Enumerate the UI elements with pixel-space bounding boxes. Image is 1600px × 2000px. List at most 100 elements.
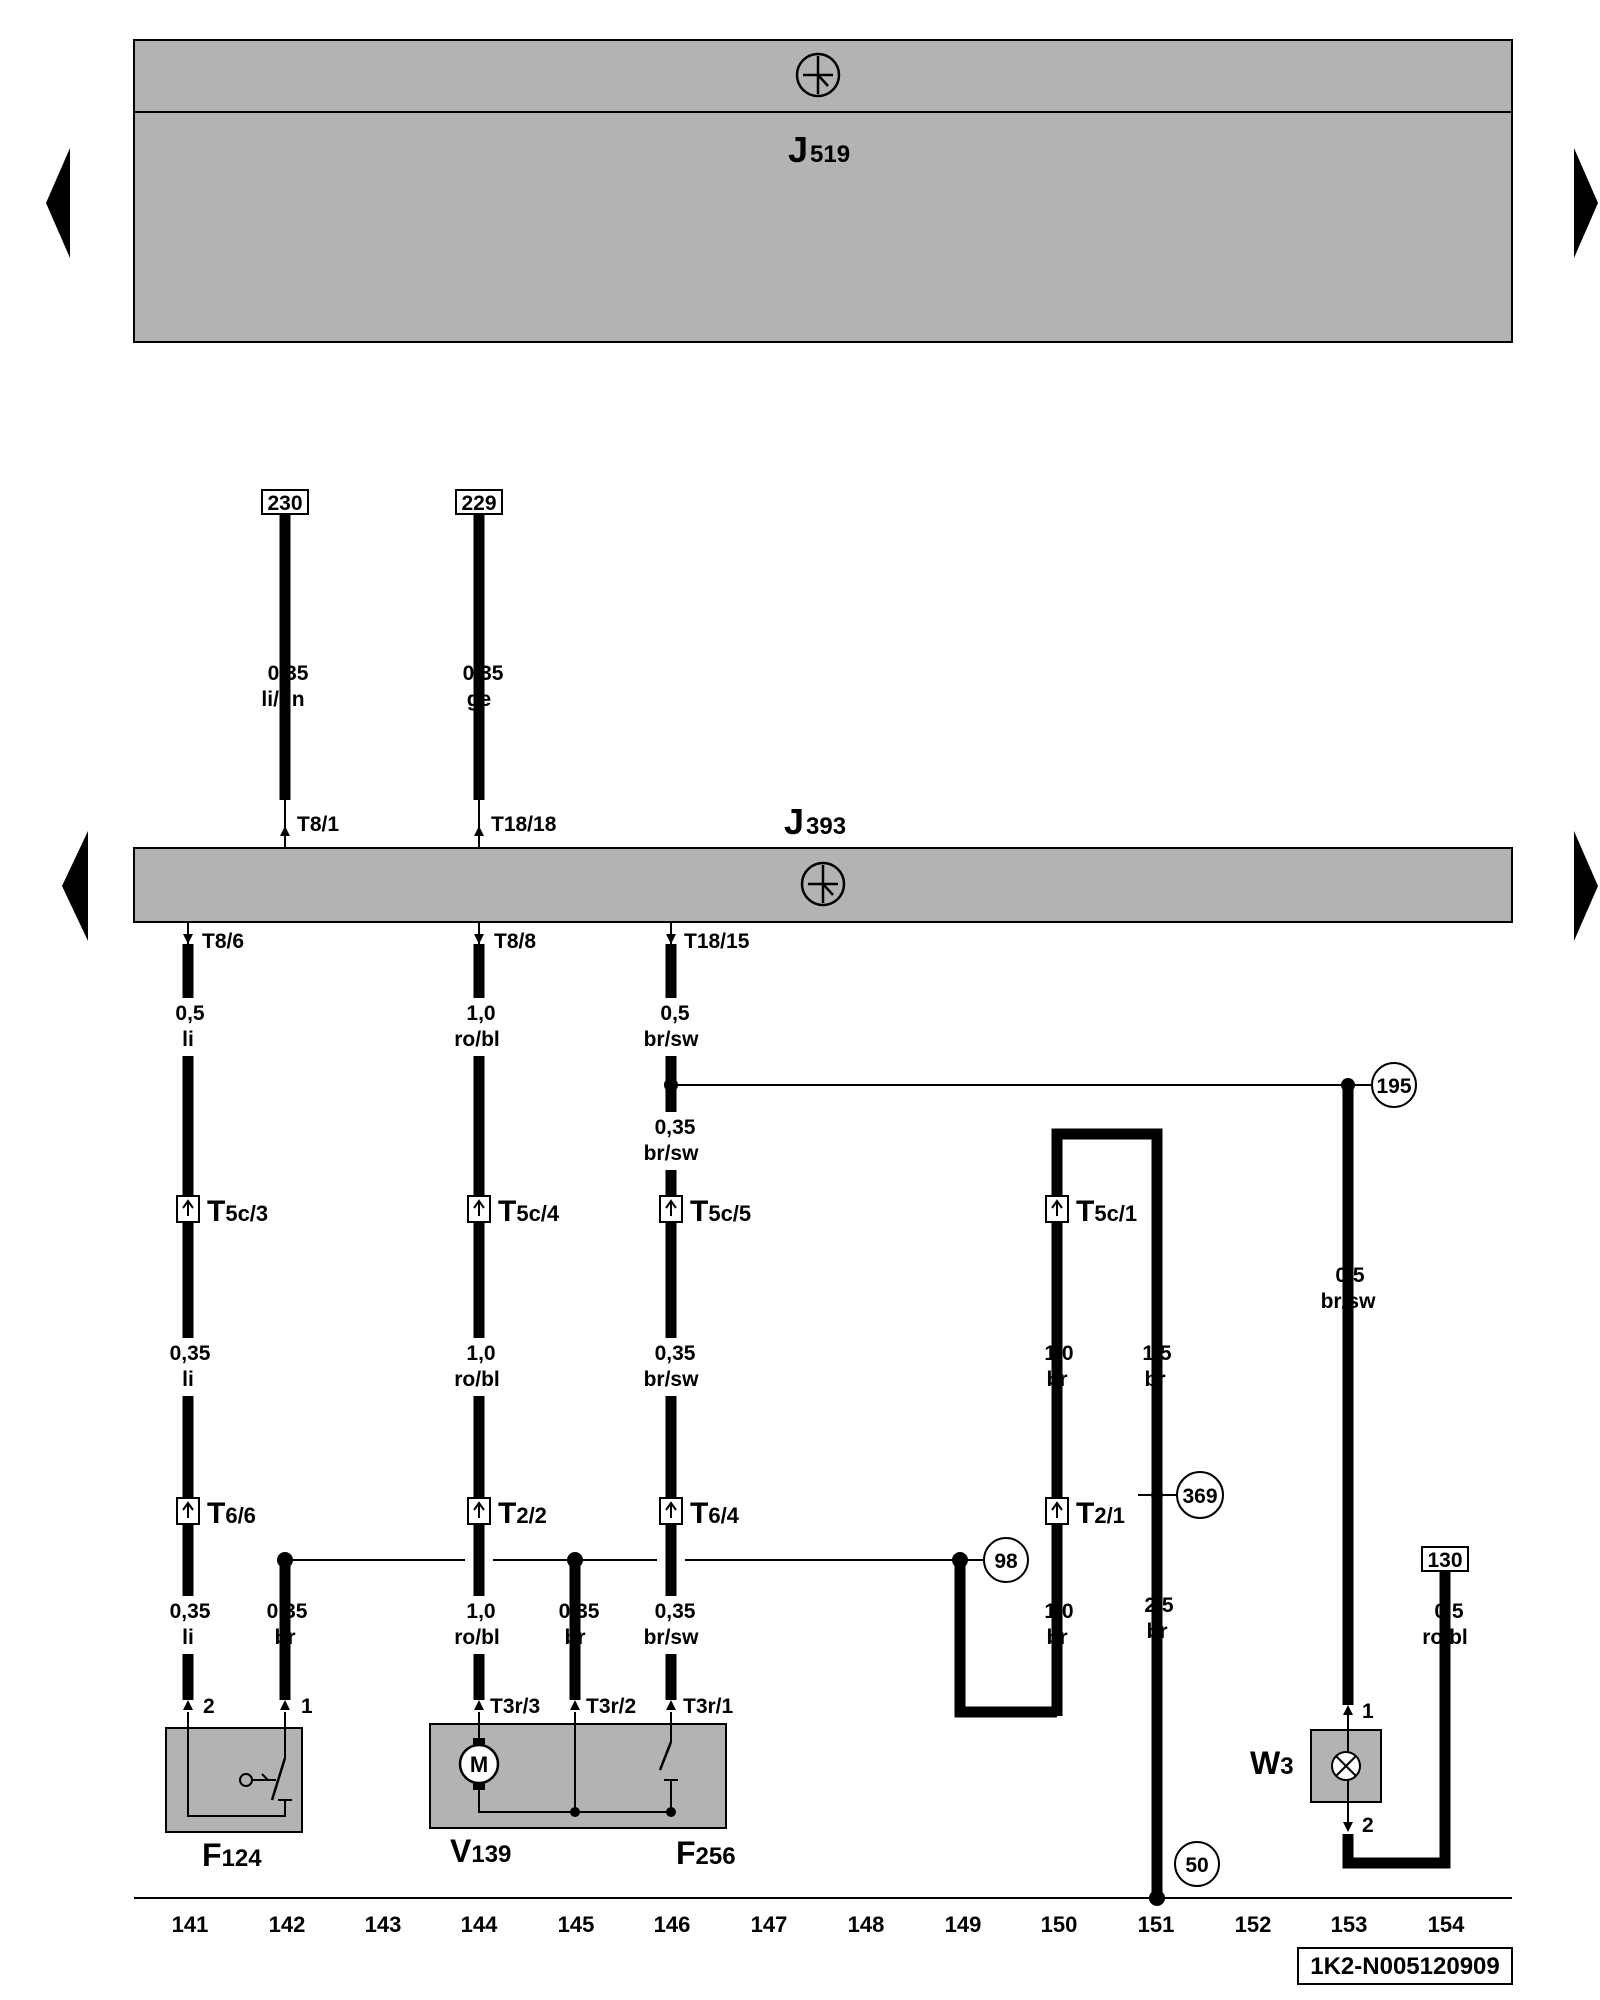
ground-star-icon bbox=[800, 861, 846, 907]
svg-text:T5c/3: T5c/3 bbox=[207, 1195, 268, 1228]
ref-230: 230 0,35 li/gn T8/1 bbox=[261, 489, 339, 848]
svg-text:F124: F124 bbox=[202, 1837, 262, 1873]
svg-text:T5c/5: T5c/5 bbox=[690, 1195, 751, 1228]
connector-t5c-1: T5c/1 bbox=[1045, 1195, 1137, 1228]
svg-text:0,35: 0,35 bbox=[170, 1342, 211, 1365]
wire-t8-6: T8/6 bbox=[182, 922, 244, 1700]
svg-text:98: 98 bbox=[994, 1550, 1018, 1573]
svg-text:130: 130 bbox=[1427, 1549, 1462, 1572]
svg-text:ro/bl: ro/bl bbox=[454, 1368, 500, 1391]
svg-text:2,5: 2,5 bbox=[1144, 1594, 1174, 1617]
svg-text:li: li bbox=[182, 1368, 194, 1391]
svg-text:ro/bl: ro/bl bbox=[1422, 1626, 1468, 1649]
svg-text:2: 2 bbox=[1362, 1814, 1374, 1837]
ref-50: 50 bbox=[1149, 1841, 1220, 1906]
svg-text:0,5: 0,5 bbox=[1434, 1600, 1464, 1623]
wire-to-195: 195 bbox=[664, 1062, 1417, 1705]
svg-text:V139: V139 bbox=[450, 1833, 511, 1869]
svg-text:1,0: 1,0 bbox=[1044, 1342, 1073, 1365]
svg-text:T18/15: T18/15 bbox=[684, 930, 750, 953]
svg-text:li: li bbox=[182, 1626, 194, 1649]
switch-icon bbox=[239, 1757, 292, 1801]
svg-text:0,35: 0,35 bbox=[559, 1600, 600, 1623]
ref-229: 229 0,35 ge T18/18 bbox=[455, 489, 557, 848]
svg-text:T6/4: T6/4 bbox=[690, 1497, 740, 1530]
connector-t5c-4: T5c/4 bbox=[467, 1195, 560, 1228]
right-arrow-icon[interactable] bbox=[1574, 831, 1598, 941]
connector-t2-1: T2/1 bbox=[1045, 1497, 1125, 1530]
grid-150: 150 bbox=[1041, 1912, 1078, 1937]
svg-text:2: 2 bbox=[203, 1695, 215, 1718]
grid-151: 151 bbox=[1138, 1912, 1175, 1937]
right-arrow-icon[interactable] bbox=[1574, 148, 1598, 258]
svg-text:0,5: 0,5 bbox=[1335, 1264, 1365, 1287]
grid-146: 146 bbox=[654, 1912, 691, 1937]
connector-t6-4: T6/4 bbox=[659, 1497, 740, 1530]
svg-text:195: 195 bbox=[1376, 1075, 1411, 1098]
svg-text:li: li bbox=[182, 1028, 194, 1051]
grid-149: 149 bbox=[945, 1912, 982, 1937]
connector-t5c-3: T5c/3 bbox=[176, 1195, 268, 1228]
svg-text:br: br bbox=[565, 1626, 586, 1649]
svg-text:br/sw: br/sw bbox=[644, 1626, 700, 1649]
svg-text:T8/6: T8/6 bbox=[202, 930, 244, 953]
left-arrow-icon[interactable] bbox=[46, 148, 70, 258]
svg-text:1,0: 1,0 bbox=[1044, 1600, 1073, 1623]
svg-text:0,35: 0,35 bbox=[655, 1116, 696, 1139]
connector-row-1: T5c/3 T5c/4 T5c/5 T5c/1 bbox=[176, 1195, 1137, 1228]
svg-text:br/sw: br/sw bbox=[644, 1368, 700, 1391]
loop-wire bbox=[1051, 1128, 1163, 1900]
svg-text:50: 50 bbox=[1185, 1854, 1208, 1877]
grid-154: 154 bbox=[1428, 1912, 1465, 1937]
figure-id: 1K2-N005120909 bbox=[1297, 1947, 1513, 1985]
grid-numbers: 141 142 143 144 145 146 147 148 149 150 … bbox=[172, 1912, 1465, 1937]
svg-text:F256: F256 bbox=[676, 1835, 736, 1871]
svg-text:T18/18: T18/18 bbox=[491, 813, 557, 836]
svg-text:br: br bbox=[1047, 1626, 1068, 1649]
svg-text:ro/bl: ro/bl bbox=[454, 1028, 500, 1051]
module-j519-label: J519 bbox=[788, 129, 850, 170]
svg-text:0,35: 0,35 bbox=[655, 1600, 696, 1623]
ground-bus-98: 98 bbox=[277, 1537, 1057, 1718]
svg-text:1: 1 bbox=[301, 1695, 313, 1718]
svg-text:1,0: 1,0 bbox=[466, 1600, 495, 1623]
wire-t8-8: T8/8 bbox=[473, 922, 536, 1700]
svg-text:T3r/1: T3r/1 bbox=[683, 1695, 734, 1718]
svg-text:0,35: 0,35 bbox=[170, 1600, 211, 1623]
svg-text:br/sw: br/sw bbox=[1321, 1290, 1377, 1313]
svg-text:ge: ge bbox=[467, 688, 492, 711]
svg-text:230: 230 bbox=[267, 492, 302, 515]
svg-text:li/gn: li/gn bbox=[261, 688, 304, 711]
component-f124: F124 bbox=[165, 1712, 303, 1873]
svg-text:br/sw: br/sw bbox=[644, 1028, 700, 1051]
ref-369: 369 bbox=[1138, 1471, 1224, 1519]
svg-text:T5c/4: T5c/4 bbox=[498, 1195, 560, 1228]
svg-text:1,5: 1,5 bbox=[1142, 1342, 1172, 1365]
svg-text:W3: W3 bbox=[1250, 1745, 1294, 1781]
svg-text:T2/2: T2/2 bbox=[498, 1497, 547, 1530]
component-v139-f256: M V139 F256 bbox=[429, 1712, 736, 1871]
svg-text:br: br bbox=[275, 1626, 296, 1649]
left-arrow-icon[interactable] bbox=[62, 831, 88, 941]
grid-148: 148 bbox=[848, 1912, 885, 1937]
motor-icon: M bbox=[458, 1738, 500, 1790]
module-j519: J519 bbox=[133, 39, 1513, 343]
label-gaps bbox=[160, 998, 1476, 1654]
svg-text:ro/bl: ro/bl bbox=[454, 1626, 500, 1649]
grid-142: 142 bbox=[269, 1912, 306, 1937]
svg-text:T6/6: T6/6 bbox=[207, 1497, 256, 1530]
wire-t18-15: T18/15 bbox=[665, 922, 750, 1700]
component-w3: W3 bbox=[1250, 1712, 1382, 1830]
svg-text:0,35: 0,35 bbox=[463, 662, 504, 685]
grid-141: 141 bbox=[172, 1912, 209, 1937]
grid-144: 144 bbox=[461, 1912, 498, 1937]
connector-row-2: T6/6 T2/2 T6/4 T2/1 bbox=[176, 1497, 1125, 1530]
grid-143: 143 bbox=[365, 1912, 402, 1937]
svg-text:br: br bbox=[1147, 1620, 1168, 1643]
svg-text:T3r/2: T3r/2 bbox=[586, 1695, 636, 1718]
svg-text:T8/8: T8/8 bbox=[494, 930, 536, 953]
grid-153: 153 bbox=[1331, 1912, 1368, 1937]
svg-text:0,5: 0,5 bbox=[660, 1002, 690, 1025]
svg-text:369: 369 bbox=[1182, 1485, 1217, 1508]
